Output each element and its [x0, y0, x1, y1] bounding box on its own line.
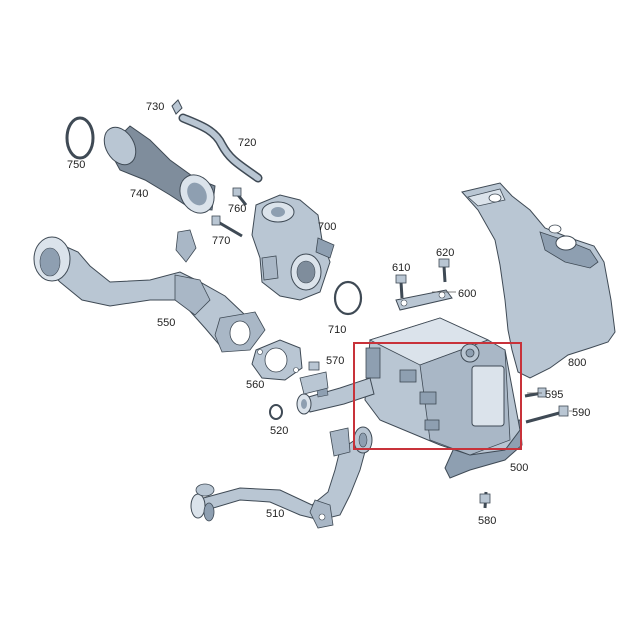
label-730: 730 [146, 101, 164, 113]
label-560: 560 [246, 379, 264, 391]
part-590-bolt[interactable] [525, 405, 569, 424]
label-520: 520 [270, 425, 288, 437]
part-700-egr-valve[interactable] [251, 194, 335, 301]
part-595-bolt[interactable] [524, 387, 547, 398]
label-550: 550 [157, 317, 175, 329]
highlight-box [353, 342, 522, 450]
label-570: 570 [326, 355, 344, 367]
label-620: 620 [436, 247, 454, 259]
part-710-gasket-ring[interactable] [333, 280, 363, 316]
label-500: 500 [510, 462, 528, 474]
part-620-bolt[interactable] [438, 258, 450, 283]
part-800-heat-shield[interactable] [461, 182, 616, 379]
label-610: 610 [392, 262, 410, 274]
part-610-bolt[interactable] [395, 274, 407, 299]
label-700: 700 [318, 221, 336, 233]
part-770-bolt[interactable] [211, 215, 243, 238]
label-580: 580 [478, 515, 496, 527]
part-740-hose[interactable] [98, 122, 221, 220]
part-500-egr-cooler[interactable] [364, 317, 523, 479]
part-510-lower-pipe[interactable] [190, 426, 373, 529]
part-550-exhaust-pipe[interactable] [33, 229, 266, 353]
label-710: 710 [328, 324, 346, 336]
part-580-bolt[interactable] [479, 491, 491, 509]
part-720-small-hose[interactable] [178, 113, 263, 183]
part-600-plate[interactable] [395, 289, 453, 311]
part-560-gasket[interactable] [251, 339, 303, 381]
label-740: 740 [130, 188, 148, 200]
label-595: 595 [545, 389, 563, 401]
part-760-bolt[interactable] [232, 187, 248, 206]
label-770: 770 [212, 235, 230, 247]
part-750-clamp[interactable] [65, 116, 95, 160]
label-800: 800 [568, 357, 586, 369]
label-760: 760 [228, 203, 246, 215]
leader-lines [432, 291, 572, 412]
part-520-o-ring[interactable] [269, 404, 283, 420]
label-600: 600 [458, 288, 476, 300]
label-720: 720 [238, 137, 256, 149]
part-570-bolt-bracket[interactable] [299, 361, 329, 395]
label-750: 750 [67, 159, 85, 171]
label-590: 590 [572, 407, 590, 419]
label-510: 510 [266, 508, 284, 520]
part-730-clip[interactable] [171, 99, 183, 115]
